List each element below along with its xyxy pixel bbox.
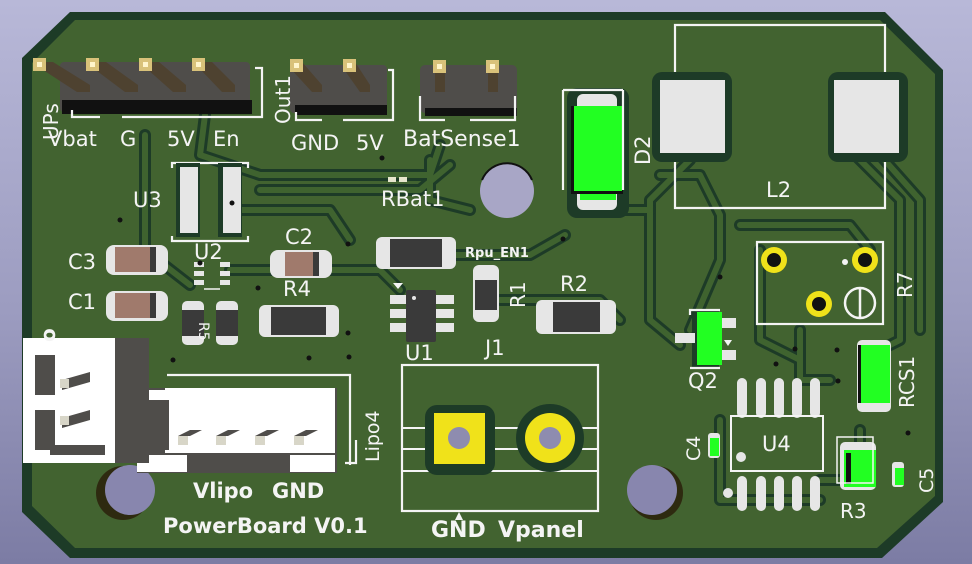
header-ups bbox=[33, 58, 252, 114]
label-u3: U3 bbox=[133, 188, 162, 212]
resistor-r1 bbox=[473, 265, 499, 322]
label-r1: R1 bbox=[506, 281, 530, 308]
label-j1: J1 bbox=[483, 336, 505, 360]
label-u2: U2 bbox=[194, 240, 223, 264]
capacitor-c3 bbox=[106, 245, 168, 275]
mounting-hole-bottom-left bbox=[96, 465, 155, 520]
label-vbat: Vbat bbox=[48, 127, 97, 151]
label-r7: R7 bbox=[893, 271, 917, 298]
label-r5: R5 bbox=[195, 322, 211, 341]
label-u4: U4 bbox=[762, 432, 791, 456]
label-rbat1: RBat1 bbox=[381, 187, 444, 211]
out1-outline bbox=[294, 68, 395, 122]
label-c4: C4 bbox=[683, 436, 705, 461]
transistor-q2 bbox=[675, 308, 736, 370]
label-out1: Out1 bbox=[271, 75, 295, 124]
connector-side-left bbox=[23, 338, 149, 463]
capacitor-c2 bbox=[270, 250, 332, 278]
label-r3: R3 bbox=[840, 499, 867, 523]
resistor-r3 bbox=[836, 436, 876, 490]
capacitor-c4 bbox=[708, 433, 720, 458]
header-pin bbox=[40, 62, 235, 92]
label-lipo4: Lipo4 bbox=[362, 410, 384, 462]
label-en: En bbox=[213, 127, 240, 151]
label-d2: D2 bbox=[631, 135, 655, 165]
label-r4: R4 bbox=[283, 277, 311, 301]
inductor-l2 bbox=[652, 23, 908, 210]
label-vlipo: Vlipo bbox=[193, 479, 253, 503]
label-vpanel: Vpanel bbox=[498, 518, 584, 543]
header-out1 bbox=[290, 59, 387, 115]
label-ups: UPs bbox=[39, 103, 63, 140]
resistor-r2 bbox=[536, 300, 616, 334]
header-batsense1 bbox=[420, 60, 517, 116]
label-5v-b: 5V bbox=[356, 131, 384, 155]
label-c2: C2 bbox=[285, 225, 313, 249]
capacitor-c1 bbox=[106, 291, 168, 321]
label-c3: C3 bbox=[68, 250, 96, 274]
resistor-top-center bbox=[376, 237, 456, 269]
capacitor-c5 bbox=[892, 462, 904, 487]
label-l2: L2 bbox=[766, 178, 791, 202]
label-batsense1: BatSense1 bbox=[403, 127, 521, 152]
label-side-partial: o bbox=[36, 328, 60, 342]
connector-j1 bbox=[400, 363, 600, 520]
label-rcs1: RCS1 bbox=[895, 356, 919, 408]
resistor-r5 bbox=[182, 301, 238, 345]
label-c1: C1 bbox=[68, 290, 96, 314]
mounting-hole-top bbox=[480, 162, 534, 218]
resistor-rcs1 bbox=[857, 340, 891, 412]
diode-d2 bbox=[561, 88, 629, 218]
ups-outline bbox=[70, 66, 264, 119]
label-gnd-b: GND bbox=[272, 479, 324, 503]
mounting-hole-bottom-mid bbox=[627, 465, 683, 520]
label-q2: Q2 bbox=[688, 369, 718, 393]
rbat1-pad bbox=[399, 177, 407, 182]
label-gnd-a: GND bbox=[291, 131, 339, 155]
rbat1-pad bbox=[388, 177, 396, 182]
label-r2: R2 bbox=[560, 272, 588, 296]
chip-u1 bbox=[390, 283, 454, 342]
label-c5: C5 bbox=[916, 468, 938, 493]
connector-lipo4 bbox=[137, 373, 358, 473]
label-u1: U1 bbox=[405, 341, 434, 365]
vias bbox=[117, 155, 911, 436]
label-g: G bbox=[120, 127, 136, 151]
label-rpu-en1: Rpu_EN1 bbox=[465, 246, 529, 261]
potentiometer-r7 bbox=[755, 240, 885, 326]
chip-u4 bbox=[723, 378, 824, 511]
label-powerboard: PowerBoard V0.1 bbox=[163, 514, 368, 538]
batsense1-outline bbox=[418, 96, 517, 122]
chip-u3 bbox=[170, 161, 250, 243]
resistor-r4 bbox=[259, 305, 339, 337]
label-gnd-c: GND bbox=[431, 518, 486, 543]
label-5v-a: 5V bbox=[167, 127, 195, 151]
